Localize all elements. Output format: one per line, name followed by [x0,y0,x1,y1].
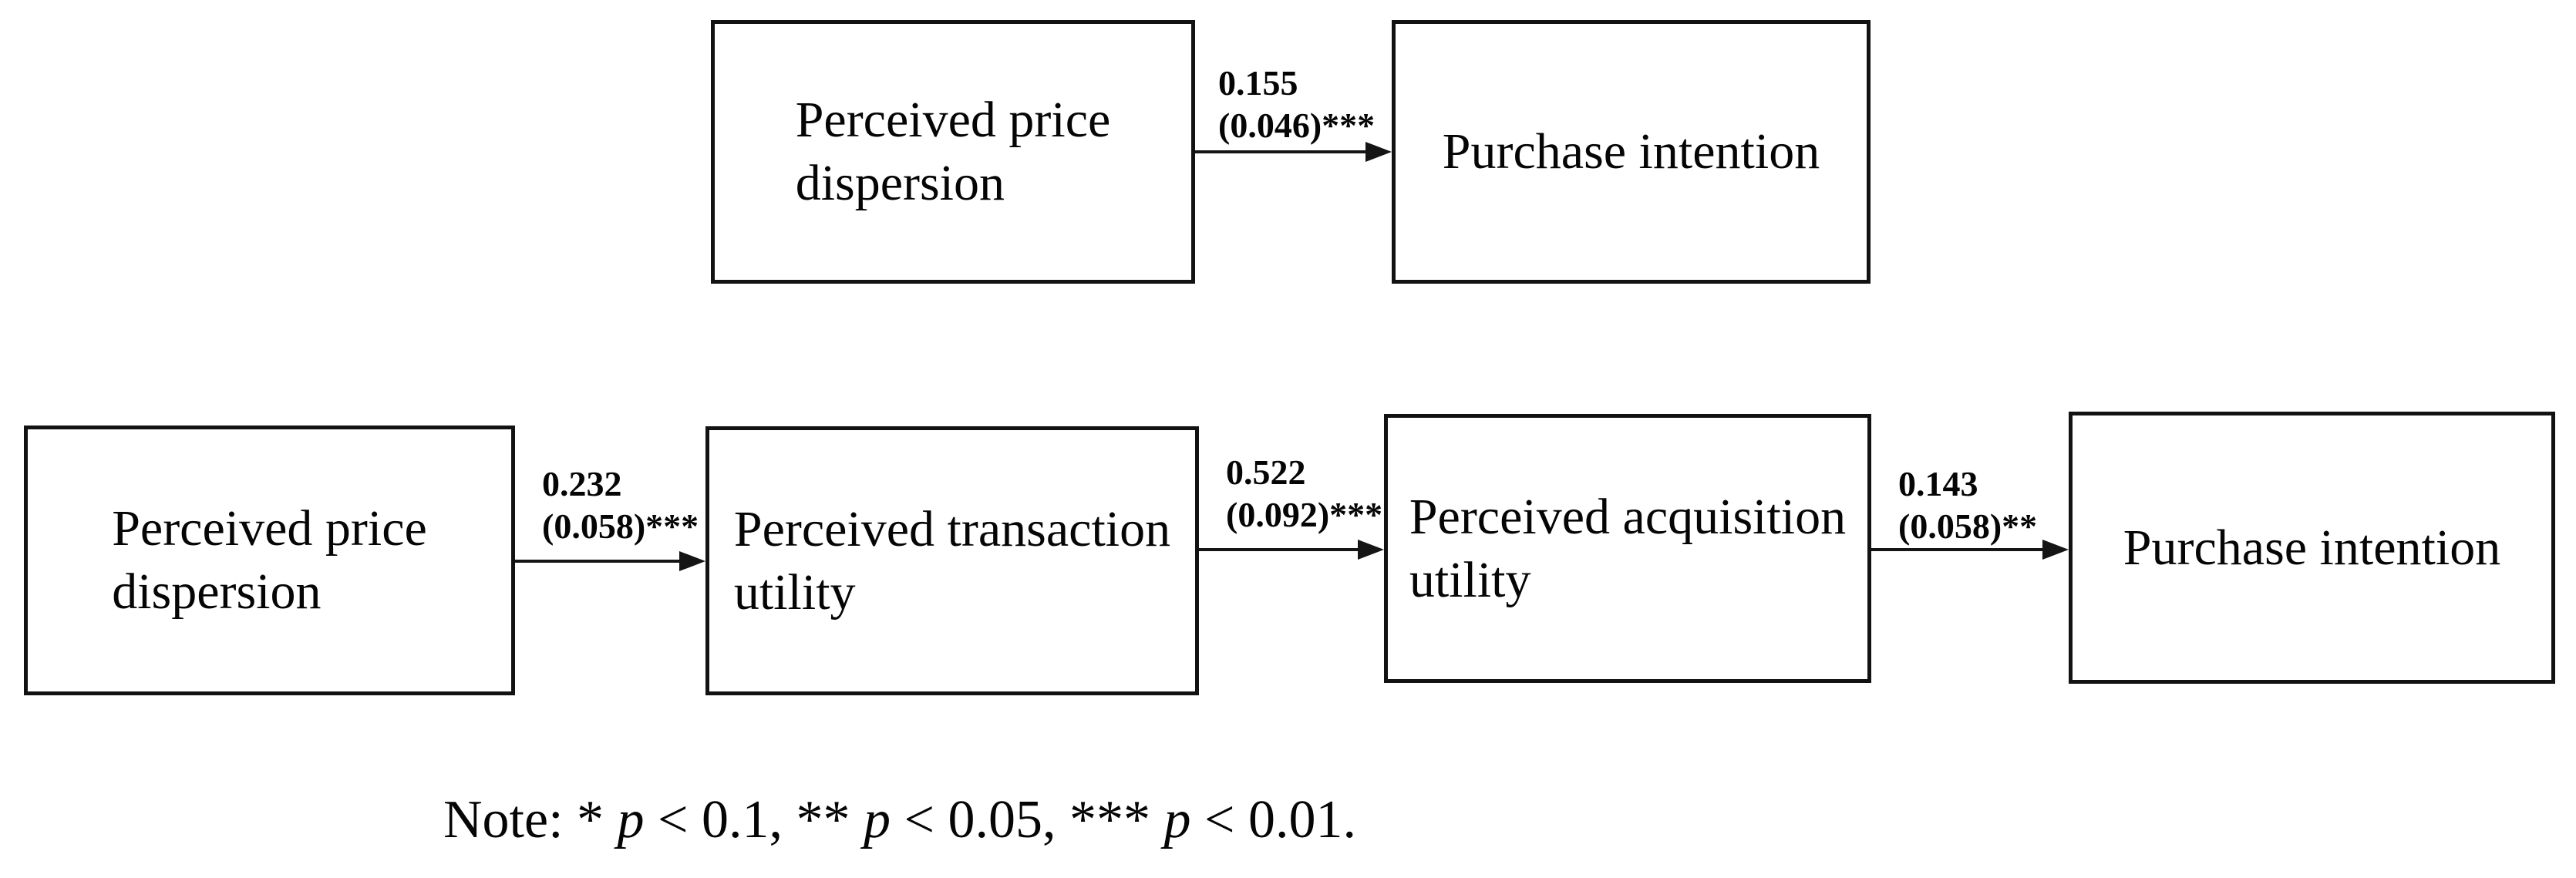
note-p-symbol: p [1163,790,1191,849]
box-label: Purchase intention [2123,519,2501,576]
arrow-head-icon [679,551,705,571]
note-text: < 0.01. [1190,790,1356,849]
coefficient-label-ptu-to-pau: 0.522 (0.092)*** [1226,451,1382,536]
coefficient-label-pau-to-pi: 0.143 (0.058)** [1898,463,2037,547]
box-purchase-intention-top: Purchase intention [1392,20,1871,284]
standard-error-significance: (0.046)*** [1218,106,1376,145]
coefficient-value: 0.155 [1218,63,1298,103]
coefficient-value: 0.232 [542,464,622,503]
box-perceived-price-dispersion-top: Perceived price dispersion [711,20,1195,284]
arrow-head-icon [1358,540,1384,560]
note-p-symbol: p [617,790,645,849]
arrow-shaft-ppd-to-pi [1195,150,1367,153]
box-purchase-intention-bottom: Purchase intention [2069,412,2555,684]
standard-error-significance: (0.058)** [1898,506,2038,546]
standard-error-significance: (0.058)*** [542,506,699,546]
box-perceived-transaction-utility: Perceived transaction utility [705,426,1199,695]
note-text: < 0.05, *** [891,790,1164,849]
coefficient-value: 0.143 [1898,464,1978,503]
significance-note: Note: * p < 0.1, ** p < 0.05, *** p < 0.… [443,788,1356,853]
note-p-symbol: p [864,790,891,849]
box-label: Perceived acquisition utility [1409,488,1847,608]
note-text: Note: * [443,790,618,849]
standard-error-significance: (0.092)*** [1226,495,1383,534]
arrow-shaft-pau-to-pi [1871,548,2044,551]
box-label: Perceived price dispersion [795,92,1111,211]
box-perceived-price-dispersion-bottom: Perceived price dispersion [24,426,515,695]
arrow-head-icon [2042,540,2069,560]
arrow-head-icon [1365,142,1392,162]
coefficient-label-ppd-to-ptu: 0.232 (0.058)*** [542,463,699,547]
box-perceived-acquisition-utility: Perceived acquisition utility [1384,414,1871,683]
box-label: Perceived price dispersion [112,500,427,620]
note-text: < 0.1, ** [644,790,864,849]
arrow-shaft-ppd-to-ptu [515,560,681,563]
box-label: Purchase intention [1442,123,1820,180]
coefficient-label-ppd-to-pi: 0.155 (0.046)*** [1218,62,1375,146]
arrow-shaft-ptu-to-pau [1199,548,1359,551]
coefficient-value: 0.522 [1226,452,1306,492]
box-label: Perceived transaction utility [733,500,1171,621]
